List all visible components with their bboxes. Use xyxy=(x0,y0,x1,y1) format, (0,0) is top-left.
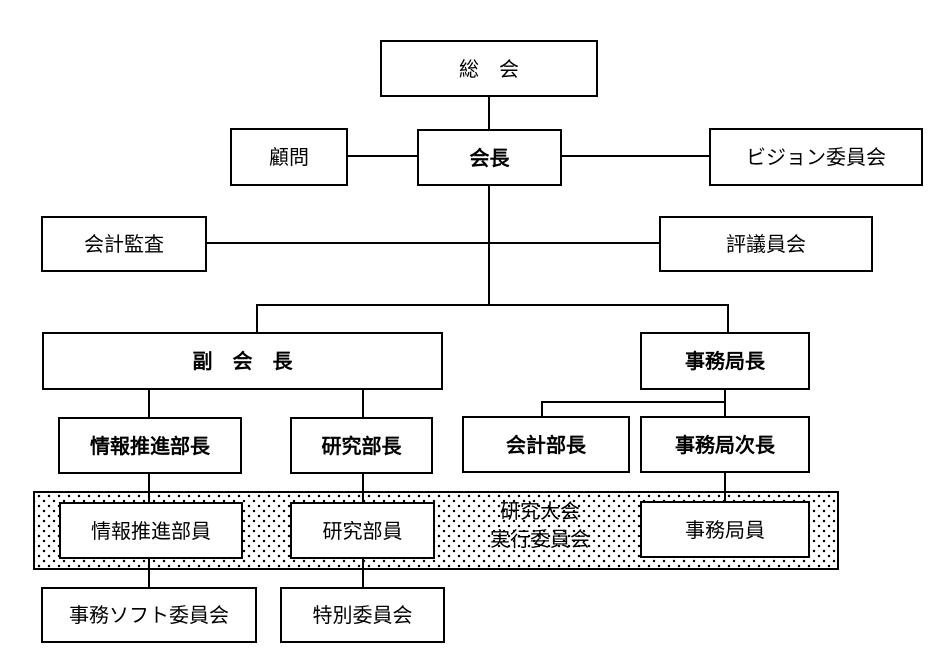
connector-info-staff-software-committee xyxy=(148,559,150,587)
connector-info-director-staff xyxy=(148,474,150,502)
research-convention-line2: 実行委員会 xyxy=(490,527,590,551)
connector-assembly-president xyxy=(488,97,490,129)
node-vice-president: 副 会 長 xyxy=(42,332,443,390)
node-research-convention-committee: 研究大会 実行委員会 xyxy=(445,497,635,553)
node-research-director: 研究部長 xyxy=(290,417,433,474)
node-office-software-committee: 事務ソフト委員会 xyxy=(41,587,257,643)
node-research-staff: 研究部員 xyxy=(290,502,435,559)
connector-drop-vice-president xyxy=(256,304,258,332)
node-council: 評議員会 xyxy=(659,216,873,272)
research-convention-line1: 研究大会 xyxy=(500,499,580,523)
connector-research-staff-special-committee xyxy=(362,559,364,587)
node-secretary-general: 事務局長 xyxy=(640,332,810,390)
node-general-assembly: 総 会 xyxy=(380,40,598,97)
connector-vp-info-director xyxy=(148,390,150,417)
node-advisor: 顧問 xyxy=(230,128,348,186)
connector-president-down xyxy=(488,186,490,304)
connector-sg-deputy xyxy=(724,390,726,416)
node-info-promotion-staff: 情報推進部員 xyxy=(59,502,243,559)
node-accounting-director: 会計部長 xyxy=(462,416,630,473)
connector-deputy-secretariat-staff xyxy=(724,473,726,501)
node-special-committee: 特別委員会 xyxy=(280,587,445,643)
connector-branch-horizontal xyxy=(256,304,729,306)
connector-audit-council xyxy=(207,242,659,244)
connector-research-director-staff xyxy=(362,474,364,502)
node-vision-committee: ビジョン委員会 xyxy=(709,128,923,186)
node-info-promotion-director: 情報推進部長 xyxy=(58,417,242,474)
connector-president-vision xyxy=(562,155,709,157)
connector-vp-research-director xyxy=(362,390,364,417)
connector-sg-accounting-drop xyxy=(541,401,543,416)
node-president: 会長 xyxy=(417,129,562,186)
node-accounting-audit: 会計監査 xyxy=(41,216,207,272)
node-deputy-secretary-general: 事務局次長 xyxy=(640,416,810,473)
connector-sg-accounting-horizontal xyxy=(541,401,726,403)
connector-drop-secretary-general xyxy=(727,304,729,332)
connector-advisor-president xyxy=(348,155,417,157)
node-secretariat-staff: 事務局員 xyxy=(640,501,810,558)
